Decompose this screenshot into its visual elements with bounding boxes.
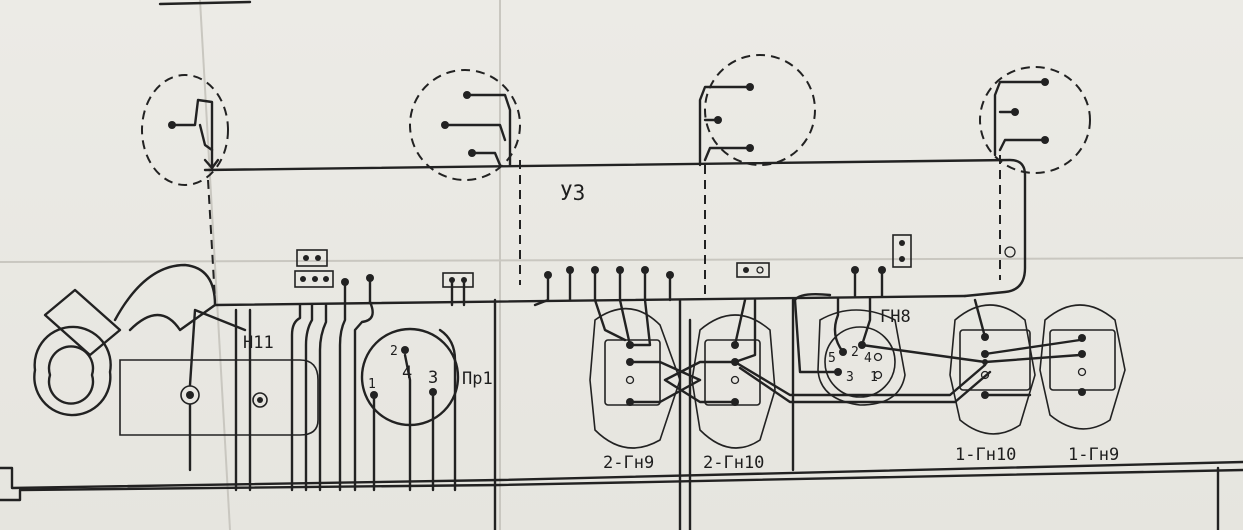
connector-2-gn9-label: 2-Гн9: [603, 453, 654, 473]
board-terminal-row: [341, 266, 886, 307]
connector-1-gn10: [949, 298, 1082, 435]
connector-1-gn10-label: 1-Гн10: [955, 445, 1016, 465]
socket-pr1: [360, 327, 460, 492]
connector-2-gn10-label: 2-Гн10: [703, 453, 764, 473]
dashed-lead-1: [207, 179, 216, 301]
connector-1-gn9-label: 1-Гн9: [1068, 445, 1119, 465]
pr1-pin-3: 3: [428, 368, 438, 388]
pr1-pin-1: 1: [368, 377, 376, 392]
paper-fold-horizontal: [0, 257, 1243, 263]
plug-h11: [33, 263, 319, 472]
harness-wire-7: [438, 328, 457, 492]
paper-fold-left: [199, 0, 231, 530]
socket-pr1-label: Пр1: [462, 369, 493, 389]
bottom-frame-line-1: [0, 460, 1243, 490]
dashed-component-3: [698, 54, 816, 167]
connector-2-gn9: [589, 298, 702, 449]
socket-gn8-label: ГН8: [880, 307, 911, 327]
harness-wire-3: [318, 303, 328, 492]
pr1-pin-2: 2: [390, 344, 398, 359]
dashed-component-2: [409, 69, 521, 181]
board-outline: [203, 158, 1027, 298]
terminal-block-3: [736, 262, 770, 278]
terminal-block-2: [442, 272, 474, 307]
connector-1-gn9: [1039, 304, 1126, 430]
harness-wire-5: [353, 300, 374, 492]
pr1-pin-4: 4: [402, 363, 412, 383]
terminal-block-1: [294, 249, 334, 288]
gn8-pin-1: 1: [870, 370, 878, 385]
board-label: УЗ: [560, 181, 585, 205]
harness-wire-1: [290, 303, 302, 492]
harness-wire-4: [338, 301, 347, 492]
top-border-fragment: [158, 0, 252, 6]
connector-2-gn10: [663, 298, 992, 449]
socket-gn8: [793, 292, 987, 406]
gn8-pin-4: 4: [864, 351, 872, 366]
center-trunk-wires: [678, 298, 692, 530]
gn8-pin-2: 2: [851, 345, 859, 360]
bottom-frame-line-2: [0, 468, 1243, 502]
dashed-component-1: [141, 74, 229, 186]
dashed-component-4: [979, 66, 1091, 174]
gn8-pin-3: 3: [846, 370, 854, 385]
board-mounting-hole: [1004, 246, 1016, 258]
plug-h11-label: Н11: [243, 333, 274, 353]
harness-wire-2: [304, 303, 314, 492]
harness-wire-6: [234, 308, 252, 492]
gn8-pin-5: 5: [828, 351, 836, 366]
terminal-block-4: [892, 234, 912, 268]
board-bottom-edge: [213, 294, 967, 307]
